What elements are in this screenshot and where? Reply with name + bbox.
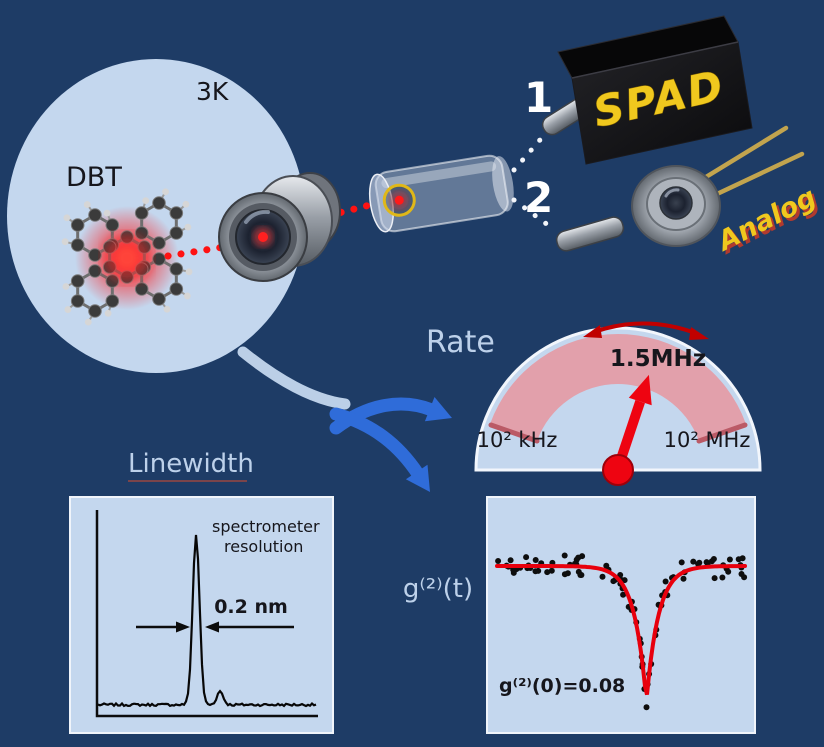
scatter-point <box>610 578 617 585</box>
gauge-wiggle-head-left <box>583 325 602 338</box>
scatter-point <box>599 573 606 580</box>
molecule-label: DBT <box>66 162 122 193</box>
gauge-wiggle-arc <box>593 321 699 336</box>
split-arrows <box>329 397 452 492</box>
resolution-annotation-line2: resolution <box>224 537 303 556</box>
arrow-to-gauge-head <box>424 397 452 422</box>
gauge-pivot <box>602 454 634 486</box>
coupler-highlight <box>381 161 497 189</box>
scatter-point <box>507 557 514 564</box>
g2-value: g⁽²⁾(0)=0.08 <box>499 675 625 697</box>
lens-highlight <box>244 209 270 224</box>
gauge-wiggle-head-right <box>689 327 709 340</box>
gauge-min-label: 10² kHz <box>477 428 558 452</box>
emission-core <box>116 247 138 269</box>
scatter-point <box>510 566 517 573</box>
photodiode-window <box>659 186 693 220</box>
linewidth-arrowhead-right <box>205 621 219 633</box>
gauge-needle-head <box>628 374 652 406</box>
path1-label: 1 <box>524 73 553 122</box>
path2-label: 2 <box>524 173 553 222</box>
scatter-point <box>532 557 539 563</box>
cryostat-tail <box>237 346 351 410</box>
scatter-point <box>695 561 702 567</box>
fiber-coupler <box>368 154 514 233</box>
scatter-point <box>726 556 733 563</box>
fiber-core-dot <box>394 195 404 205</box>
linewidth-value: 0.2 nm <box>214 596 288 618</box>
scatter-point <box>620 591 627 598</box>
scatter-point <box>573 556 580 563</box>
spad-detector: SPAD <box>557 15 753 165</box>
scatter-point <box>621 577 628 584</box>
scatter-point <box>719 574 726 581</box>
arrow-to-g2 <box>329 407 425 481</box>
g2-fit-curve <box>495 564 747 696</box>
scatter-point <box>741 574 748 581</box>
dbt-molecule <box>61 188 193 326</box>
scatter-point <box>544 569 551 576</box>
molecule-atoms <box>70 196 184 318</box>
beam-segment-1 <box>164 243 228 260</box>
scatter-point <box>495 558 502 564</box>
scatter-point <box>561 571 568 578</box>
linewidth-arrowhead-left <box>176 621 190 633</box>
scatter-point <box>548 567 555 574</box>
scatter-point <box>711 575 718 582</box>
linewidth-axes <box>95 510 318 718</box>
scatter-point <box>708 558 715 565</box>
analog-photodiode: Analog Analog <box>631 125 824 261</box>
coupler-end-cap <box>492 156 514 212</box>
lens-laser-dot <box>258 232 268 242</box>
gauge-band-end-right <box>696 422 748 444</box>
temperature-label: 3K <box>196 77 229 106</box>
scatter-point <box>523 554 530 561</box>
g2-panel: g⁽²⁾(0)=0.08 <box>486 496 756 734</box>
gauge-band-end-left <box>488 422 540 444</box>
scatter-point <box>617 572 624 578</box>
scatter-point <box>577 572 584 578</box>
scatter-point <box>532 568 539 575</box>
scatter-point <box>690 558 697 565</box>
scatter-point <box>678 559 685 566</box>
g2-axis-label: g⁽²⁾(t) <box>403 574 473 604</box>
gauge-title: Rate <box>426 325 495 360</box>
linewidth-panel: spectrometer resolution 0.2 nm <box>69 496 334 734</box>
rate-gauge: 1.5MHz 10² kHz 10² MHz <box>474 321 762 486</box>
linewidth-panel-bg <box>69 496 334 734</box>
gauge-value: 1.5MHz <box>610 346 706 372</box>
fiber-paths <box>511 123 555 231</box>
photodiode-highlight <box>664 188 680 198</box>
scatter-point <box>662 578 669 585</box>
gauge-band <box>490 334 746 441</box>
g2-panel-bg <box>486 496 756 734</box>
scatter-point <box>643 704 650 711</box>
spad-box-edge <box>571 41 739 79</box>
objective-lens <box>218 172 341 282</box>
linewidth-title: Linewidth <box>128 449 254 479</box>
scatter-point <box>739 555 746 562</box>
ferrule-2 <box>555 216 625 252</box>
scatter-point <box>680 575 687 582</box>
resolution-annotation-line1: spectrometer <box>212 517 320 536</box>
gauge-max-label: 10² MHz <box>664 428 751 452</box>
arrow-to-g2-head <box>405 464 430 492</box>
spectrum-curve <box>97 534 317 708</box>
fiber-path-2 <box>511 197 555 231</box>
scatter-point <box>561 552 568 559</box>
